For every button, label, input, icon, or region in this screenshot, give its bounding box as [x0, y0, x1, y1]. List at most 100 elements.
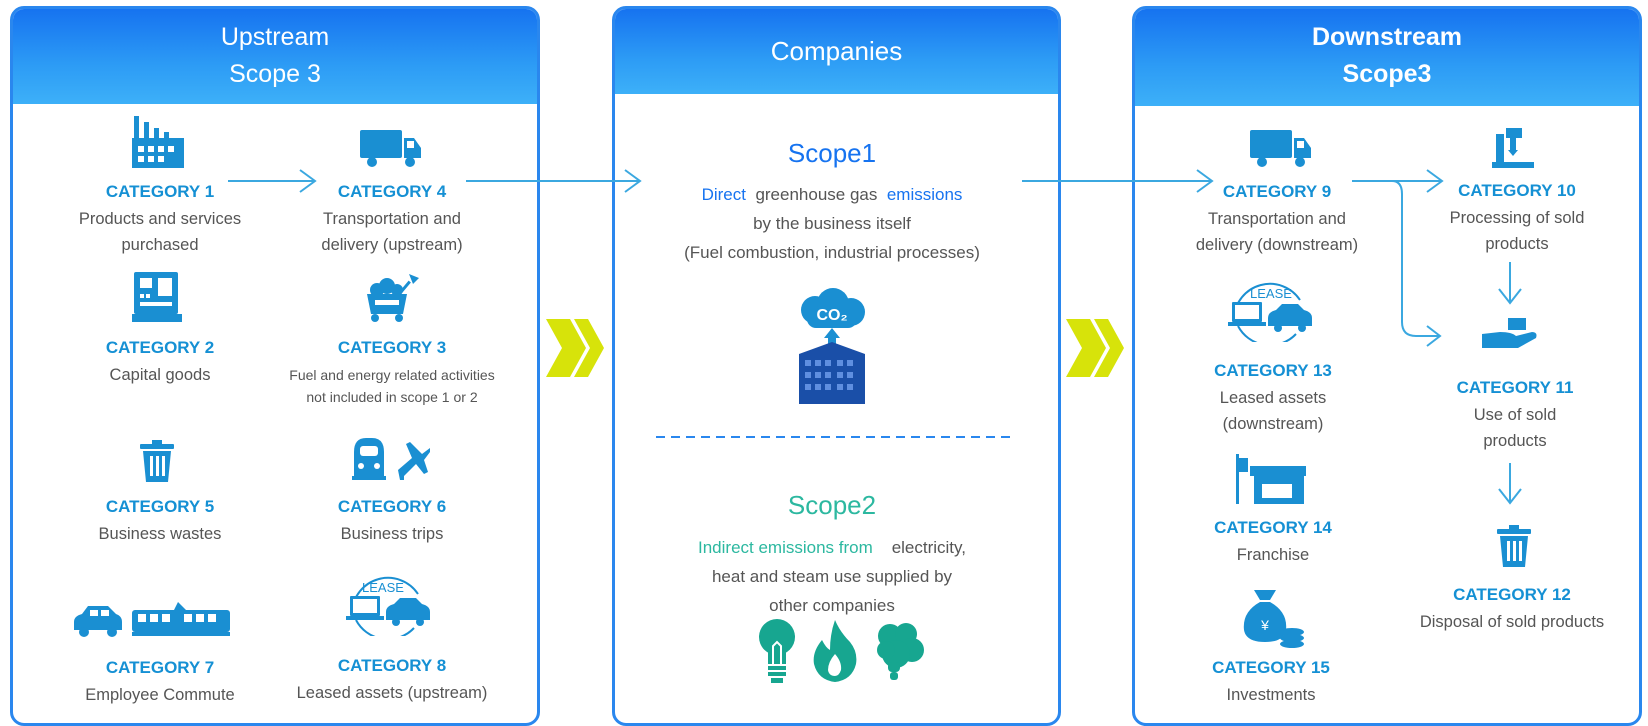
- category-desc-line1: Use of sold: [1473, 406, 1557, 424]
- truck-icon: [1250, 128, 1312, 168]
- scope2-text1: electricity,: [891, 538, 966, 557]
- upstream-category-8: CATEGORY 8 Leased assets (upstream): [272, 656, 512, 706]
- category-label: CATEGORY 8: [337, 656, 447, 675]
- category-desc-line1: Investments: [1226, 686, 1316, 704]
- scope2-description: Indirect emissions from electricity, hea…: [622, 533, 1042, 620]
- category-desc-line2: not included in scope 1 or 2: [306, 389, 478, 405]
- category-label: CATEGORY 7: [105, 658, 215, 677]
- category-label: CATEGORY 5: [105, 497, 215, 516]
- trash-icon: [1497, 525, 1531, 567]
- upstream-category-2: CATEGORY 2 Capital goods: [45, 338, 275, 388]
- downstream-category-10: CATEGORY 10 Processing of sold products: [1402, 181, 1632, 257]
- category-desc-line1: Capital goods: [109, 366, 211, 384]
- chevron-left-2: [574, 319, 604, 377]
- category-desc-line2: purchased: [121, 236, 199, 254]
- category-label: CATEGORY 2: [105, 338, 215, 357]
- upstream-category-3: CATEGORY 3 Fuel and energy related activ…: [257, 338, 527, 408]
- store-icon: [1236, 454, 1308, 504]
- category-desc-line1: Transportation and: [323, 210, 461, 228]
- category-desc-line1: Business trips: [340, 525, 444, 543]
- category-label: CATEGORY 9: [1222, 182, 1332, 201]
- upstream-category-6: CATEGORY 6 Business trips: [277, 497, 507, 547]
- co2-text: CO₂: [816, 307, 847, 324]
- lease-text: LEASE: [362, 580, 404, 595]
- category-label: CATEGORY 3: [337, 338, 447, 357]
- scope2-highlight: Indirect emissions from: [698, 538, 873, 557]
- category-desc-line1: Disposal of sold products: [1419, 613, 1605, 631]
- downstream-category-9: CATEGORY 9 Transportation and delivery (…: [1162, 182, 1392, 258]
- chevron-right-1: [1066, 319, 1106, 377]
- scope1-title: Scope1: [787, 138, 877, 168]
- category-label: CATEGORY 11: [1456, 378, 1574, 397]
- scope1-text1: greenhouse gas: [755, 185, 878, 204]
- train-plane-icon: [350, 436, 430, 482]
- yen-text: ¥: [1260, 617, 1269, 633]
- category-desc-line2: (downstream): [1222, 415, 1324, 433]
- scope1-line3: (Fuel combustion, industrial processes): [684, 243, 980, 262]
- scope2-line1: Indirect emissions from electricity,: [622, 533, 1042, 562]
- scope1-description: Direct greenhouse gas emissions by the b…: [622, 180, 1042, 267]
- chevron-right-2: [1094, 319, 1124, 377]
- companies-header: Companies: [615, 9, 1058, 94]
- steam-icon: [874, 622, 924, 682]
- scope1-line2: by the business itself: [753, 214, 911, 233]
- category-desc-line1: Leased assets (upstream): [296, 684, 488, 702]
- category-label: CATEGORY 1: [105, 182, 215, 201]
- companies-title: Companies: [770, 36, 903, 66]
- category-label: CATEGORY 6: [337, 497, 447, 516]
- category-desc-line1: Products and services: [78, 210, 242, 228]
- category-desc-line2: products: [1483, 432, 1547, 450]
- category-label: CATEGORY 12: [1453, 585, 1571, 604]
- category-desc-line1: Business wastes: [98, 525, 222, 543]
- downstream-title-line2: Scope3: [1342, 60, 1432, 88]
- category-label: CATEGORY 10: [1458, 181, 1576, 200]
- category-desc-line1: Transportation and: [1208, 210, 1346, 228]
- downstream-panel: Downstream Scope3: [1132, 6, 1642, 726]
- category-label: CATEGORY 4: [337, 182, 447, 201]
- upstream-header: Upstream Scope 3: [13, 9, 537, 104]
- downstream-category-13: CATEGORY 13 Leased assets (downstream): [1158, 361, 1388, 437]
- downstream-category-11: CATEGORY 11 Use of sold products: [1400, 378, 1630, 454]
- category-desc-line1: Processing of sold: [1449, 209, 1585, 227]
- scope2-line3: other companies: [769, 596, 895, 615]
- upstream-title-line1: Upstream: [220, 23, 330, 51]
- co2-building-icon: CO₂: [795, 288, 869, 404]
- coal-cart-icon: [365, 272, 421, 324]
- scope2-title: Scope2: [787, 490, 877, 520]
- scope2-line2: heat and steam use supplied by: [711, 567, 953, 586]
- category-desc-line1: Fuel and energy related activities: [289, 367, 495, 383]
- downstream-header: Downstream Scope3: [1135, 9, 1639, 106]
- lightbulb-icon: [758, 618, 796, 684]
- category-label: CATEGORY 14: [1214, 518, 1332, 537]
- downstream-title-line1: Downstream: [1311, 23, 1463, 51]
- machine-icon: [132, 270, 182, 324]
- category-desc-line1: Franchise: [1236, 546, 1310, 564]
- trash-icon: [140, 440, 174, 482]
- factory-icon: [130, 112, 186, 170]
- scope1-highlight-direct: Direct: [701, 185, 746, 204]
- category-desc-line1: Leased assets: [1219, 389, 1327, 407]
- category-desc-line1: Employee Commute: [85, 686, 235, 704]
- upstream-category-1: CATEGORY 1 Products and services purchas…: [45, 182, 275, 258]
- money-bag-icon: ¥: [1242, 590, 1306, 650]
- scope1-highlight-emissions: emissions: [886, 185, 963, 204]
- downstream-category-14: CATEGORY 14 Franchise: [1158, 518, 1388, 568]
- category-desc-line2: products: [1485, 235, 1549, 253]
- flame-icon: [812, 620, 858, 682]
- hand-box-icon: [1482, 318, 1538, 350]
- upstream-category-4: CATEGORY 4 Transportation and delivery (…: [277, 182, 507, 258]
- category-desc-line2: delivery (downstream): [1195, 236, 1359, 254]
- car-train-icon: [72, 602, 232, 638]
- lease-icon: LEASE: [346, 572, 436, 636]
- category-label: CATEGORY 13: [1214, 361, 1332, 380]
- upstream-category-7: CATEGORY 7 Employee Commute: [45, 658, 275, 708]
- upstream-title-line2: Scope 3: [229, 60, 321, 88]
- downstream-category-12: CATEGORY 12 Disposal of sold products: [1392, 585, 1632, 635]
- downstream-category-15: CATEGORY 15 Investments: [1156, 658, 1386, 708]
- lease-text: LEASE: [1250, 286, 1292, 301]
- lease-icon: LEASE: [1228, 278, 1318, 342]
- upstream-category-5: CATEGORY 5 Business wastes: [45, 497, 275, 547]
- processing-icon: [1492, 128, 1534, 168]
- scope1-line1: Direct greenhouse gas emissions: [622, 180, 1042, 209]
- chevron-right-group: [1066, 319, 1124, 377]
